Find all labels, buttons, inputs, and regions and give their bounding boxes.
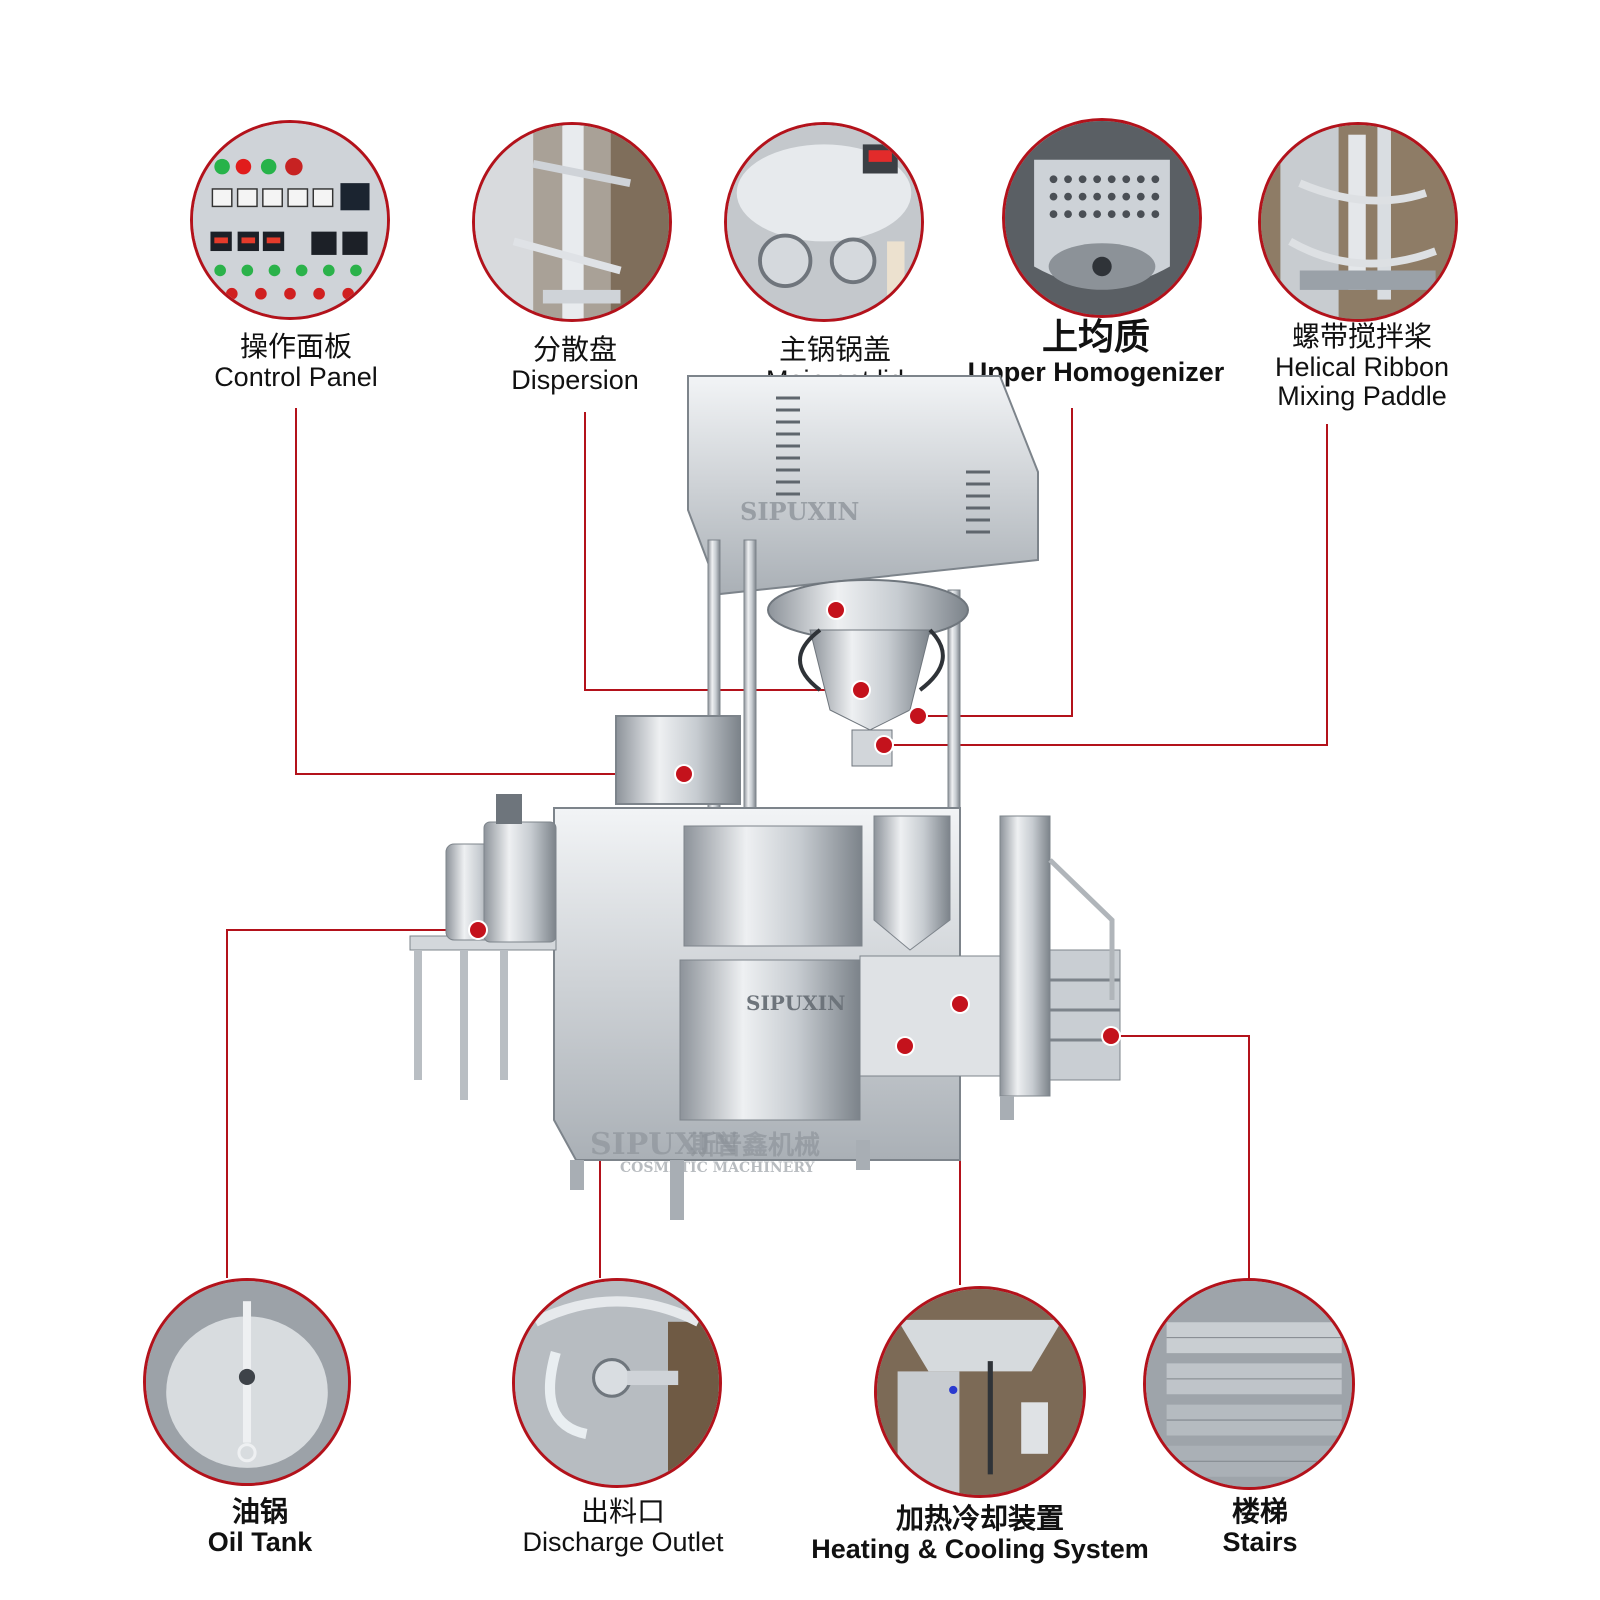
upper-homogenizer-zh: 上均质 (1041, 317, 1150, 358)
housing-logo: SIPUXIN (740, 497, 859, 526)
discharge-outlet-en: Discharge Outlet (522, 1526, 724, 1557)
label-discharge-outlet: 出料口 Discharge Outlet (498, 1495, 748, 1557)
helical-ribbon-photo (1258, 122, 1458, 322)
label-helical-ribbon: 螺带搅拌桨 Helical Ribbon Mixing Paddle (1262, 320, 1462, 412)
label-heating-cooling: 加热冷却装置 Heating & Cooling System (780, 1502, 1180, 1564)
line-stairs (1111, 1035, 1250, 1278)
helical-ribbon-en: Helical Ribbon (1274, 351, 1450, 382)
floor-logo-sub: COSMETIC MACHINERY (620, 1160, 816, 1176)
heating-cooling-en: Heating & Cooling System (811, 1533, 1149, 1564)
label-stairs: 楼梯 Stairs (1160, 1495, 1360, 1557)
line-oil-tank (226, 929, 478, 1278)
upper-homogenizer-photo (1002, 118, 1202, 318)
dot-stairs (1103, 1028, 1119, 1044)
control-panel-photo (190, 120, 390, 320)
helical-ribbon-en2: Mixing Paddle (1277, 381, 1447, 412)
upper-homogenizer-en: Upper Homogenizer (967, 356, 1225, 387)
discharge-outlet-zh: 出料口 (580, 1495, 665, 1528)
oil-tank-photo (143, 1278, 351, 1486)
heating-cooling-photo (874, 1286, 1086, 1498)
line-upper-homogenizer (918, 408, 1073, 717)
main-pot-lid-photo (724, 122, 924, 322)
main-pot-lid-zh: 主锅锅盖 (778, 333, 891, 366)
dispersion-zh: 分散盘 (532, 333, 617, 366)
line-control-panel (295, 408, 684, 775)
dispersion-en: Dispersion (511, 364, 639, 395)
cabinet-logo: SIPUXIN (746, 991, 845, 1015)
stairs-assembly (1048, 858, 1121, 1081)
dot-upper-homogenizer (910, 708, 926, 724)
stairs-en: Stairs (1222, 1526, 1298, 1557)
dot-control-panel (676, 766, 692, 782)
label-control-panel: 操作面板 Control Panel (186, 330, 406, 392)
control-panel-zh: 操作面板 (239, 330, 352, 363)
label-upper-homogenizer: 上均质 Upper Homogenizer (946, 318, 1246, 387)
dispersion-photo (472, 122, 672, 322)
dot-main-pot-lid (828, 602, 844, 618)
vacuum-emulsifying-mixer: SIPUXIN SIPUXIN SIPUXIN 斯普鑫机械 COSMETIC M… (409, 375, 1121, 1220)
motor-housing (687, 375, 1039, 596)
dot-oil-tank (470, 922, 486, 938)
oil-tank-en: Oil Tank (207, 1526, 313, 1557)
line-helical-ribbon (884, 424, 1328, 746)
helical-ribbon-zh: 螺带搅拌桨 (1291, 320, 1432, 353)
dot-dispersion (853, 682, 869, 698)
control-panel-en: Control Panel (214, 361, 378, 392)
dot-discharge (897, 1038, 913, 1054)
heating-cooling-zh: 加热冷却装置 (895, 1502, 1064, 1535)
line-dispersion (584, 412, 861, 691)
stairs-zh: 楼梯 (1231, 1495, 1288, 1528)
dot-helical-ribbon (876, 737, 892, 753)
oil-tank-assembly (409, 794, 557, 1100)
floor-logo: SIPUXIN (590, 1127, 739, 1162)
stairs-photo (1143, 1278, 1355, 1490)
discharge-outlet-photo (512, 1278, 722, 1488)
dot-heating-cooling (952, 996, 968, 1012)
label-dispersion: 分散盘 Dispersion (470, 333, 680, 395)
floor-logo-cn: 斯普鑫机械 (690, 1130, 820, 1161)
oil-tank-zh: 油锅 (231, 1495, 288, 1528)
label-oil-tank: 油锅 Oil Tank (160, 1495, 360, 1557)
